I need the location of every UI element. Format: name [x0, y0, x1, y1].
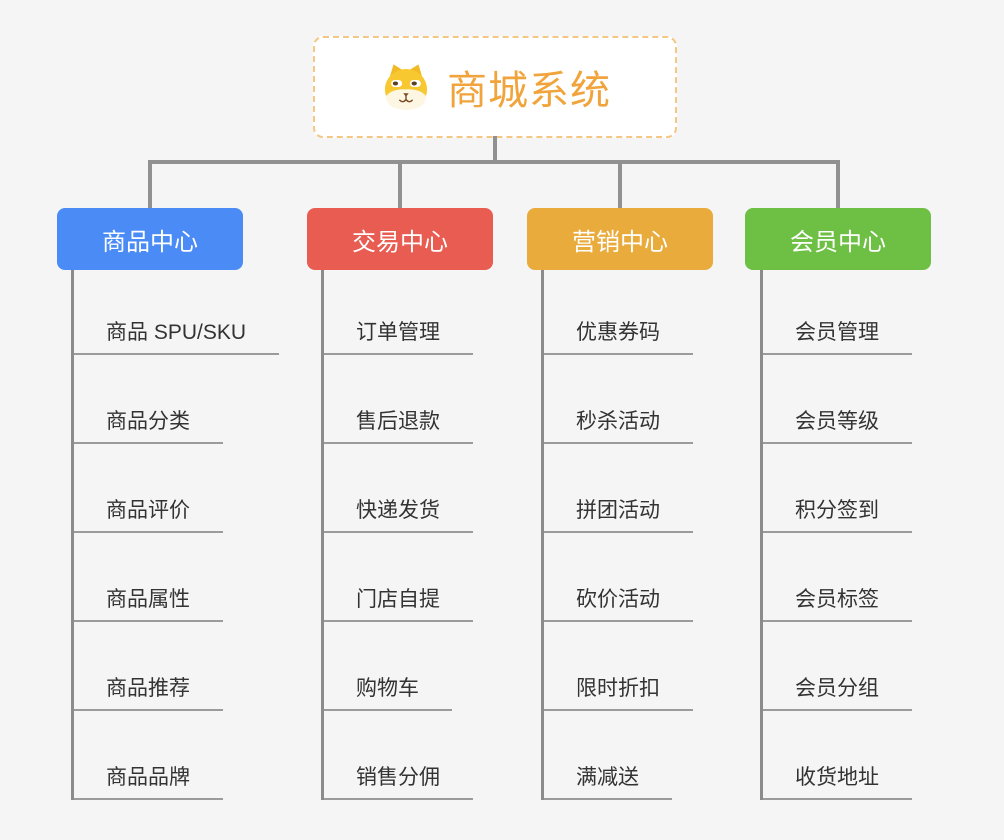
leaf-node[interactable]: 会员管理	[763, 316, 912, 355]
connector-stub-member	[836, 162, 840, 210]
leaf-node[interactable]: 会员标签	[763, 583, 912, 622]
leaf-node[interactable]: 商品分类	[74, 405, 223, 444]
leaf-node[interactable]: 商品品牌	[74, 761, 223, 800]
branch-member-center[interactable]: 会员中心	[745, 208, 931, 270]
connector-stub-trade	[398, 162, 402, 210]
leaf-node[interactable]: 门店自提	[324, 583, 473, 622]
leaf-node[interactable]: 会员等级	[763, 405, 912, 444]
leaf-node[interactable]: 销售分佣	[324, 761, 473, 800]
leaf-node[interactable]: 满减送	[544, 761, 672, 800]
branch-marketing-center[interactable]: 营销中心	[527, 208, 713, 270]
leaf-node[interactable]: 收货地址	[763, 761, 912, 800]
root-title: 商城系统	[447, 69, 611, 113]
leaf-node[interactable]: 售后退款	[324, 405, 473, 444]
leaf-node[interactable]: 拼团活动	[544, 494, 693, 533]
leaf-node[interactable]: 砍价活动	[544, 583, 693, 622]
branch-product-center[interactable]: 商品中心	[57, 208, 243, 270]
children-trade-center: 订单管理 售后退款 快递发货 门店自提 购物车 销售分佣	[321, 270, 473, 800]
leaf-node[interactable]: 限时折扣	[544, 672, 693, 711]
leaf-node[interactable]: 订单管理	[324, 316, 473, 355]
root-node-mall-system[interactable]: 商城系统	[313, 36, 677, 138]
connector-root-vertical	[493, 136, 497, 162]
leaf-node[interactable]: 积分签到	[763, 494, 912, 533]
branch-trade-center[interactable]: 交易中心	[307, 208, 493, 270]
children-marketing-center: 优惠券码 秒杀活动 拼团活动 砍价活动 限时折扣 满减送	[541, 270, 693, 800]
leaf-node[interactable]: 商品属性	[74, 583, 223, 622]
leaf-node[interactable]: 购物车	[324, 672, 452, 711]
leaf-node[interactable]: 优惠券码	[544, 316, 693, 355]
shiba-dog-icon	[384, 64, 428, 110]
leaf-node[interactable]: 商品 SPU/SKU	[74, 316, 280, 355]
leaf-node[interactable]: 商品推荐	[74, 672, 223, 711]
connector-stub-marketing	[618, 162, 622, 210]
leaf-node[interactable]: 秒杀活动	[544, 405, 693, 444]
children-product-center: 商品 SPU/SKU 商品分类 商品评价 商品属性 商品推荐 商品品牌	[71, 270, 280, 800]
connector-horizontal-bar	[148, 160, 840, 164]
leaf-node[interactable]: 快递发货	[324, 494, 473, 533]
leaf-node[interactable]: 商品评价	[74, 494, 223, 533]
connector-stub-product	[148, 162, 152, 210]
children-member-center: 会员管理 会员等级 积分签到 会员标签 会员分组 收货地址	[760, 270, 912, 800]
leaf-node[interactable]: 会员分组	[763, 672, 912, 711]
